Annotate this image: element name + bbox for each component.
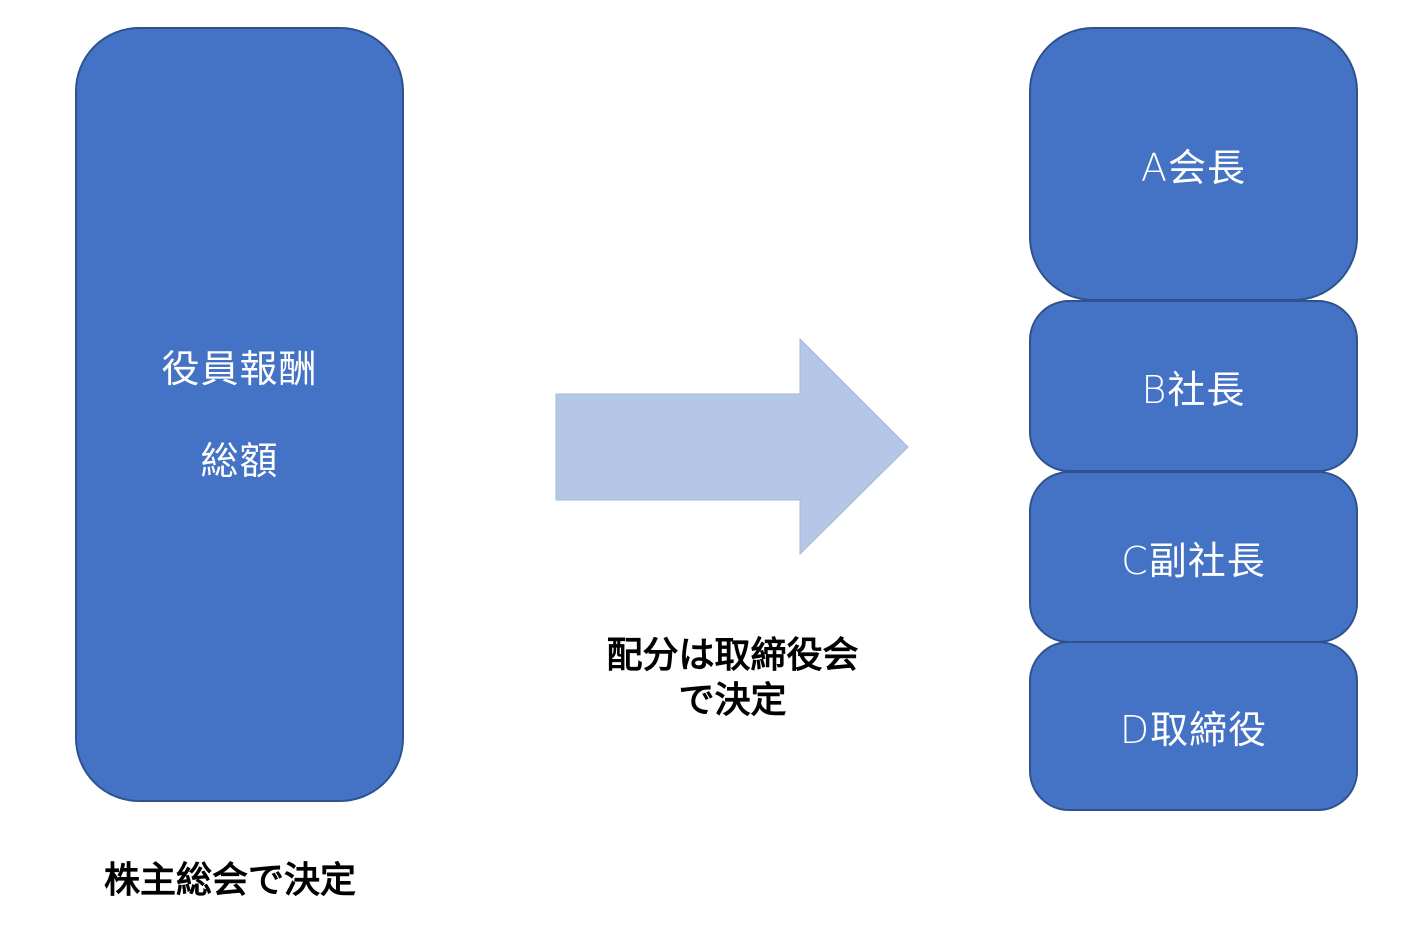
role-box-b: B社長 bbox=[1029, 300, 1358, 472]
role-box-d: D取締役 bbox=[1029, 641, 1358, 811]
role-label: B社長 bbox=[1141, 367, 1246, 412]
right-arrow-icon bbox=[555, 338, 909, 556]
total-caption: 株主総会で決定 bbox=[103, 860, 356, 901]
arrow-caption-line2: で決定 bbox=[678, 680, 787, 721]
role-label: D取締役 bbox=[1119, 707, 1268, 752]
role-label: A会長 bbox=[1141, 145, 1246, 190]
role-box-a: A会長 bbox=[1029, 27, 1358, 301]
total-box-line1: 役員報酬 bbox=[161, 346, 318, 391]
role-label: C副社長 bbox=[1121, 538, 1266, 583]
total-compensation-box: 役員報酬 総額 bbox=[75, 27, 404, 802]
role-box-c: C副社長 bbox=[1029, 471, 1358, 643]
arrow-caption: 配分は取締役会 で決定 bbox=[560, 633, 905, 723]
arrow-shape bbox=[555, 338, 909, 556]
total-box-line2: 総額 bbox=[200, 438, 279, 483]
arrow-caption-line1: 配分は取締役会 bbox=[606, 635, 859, 676]
